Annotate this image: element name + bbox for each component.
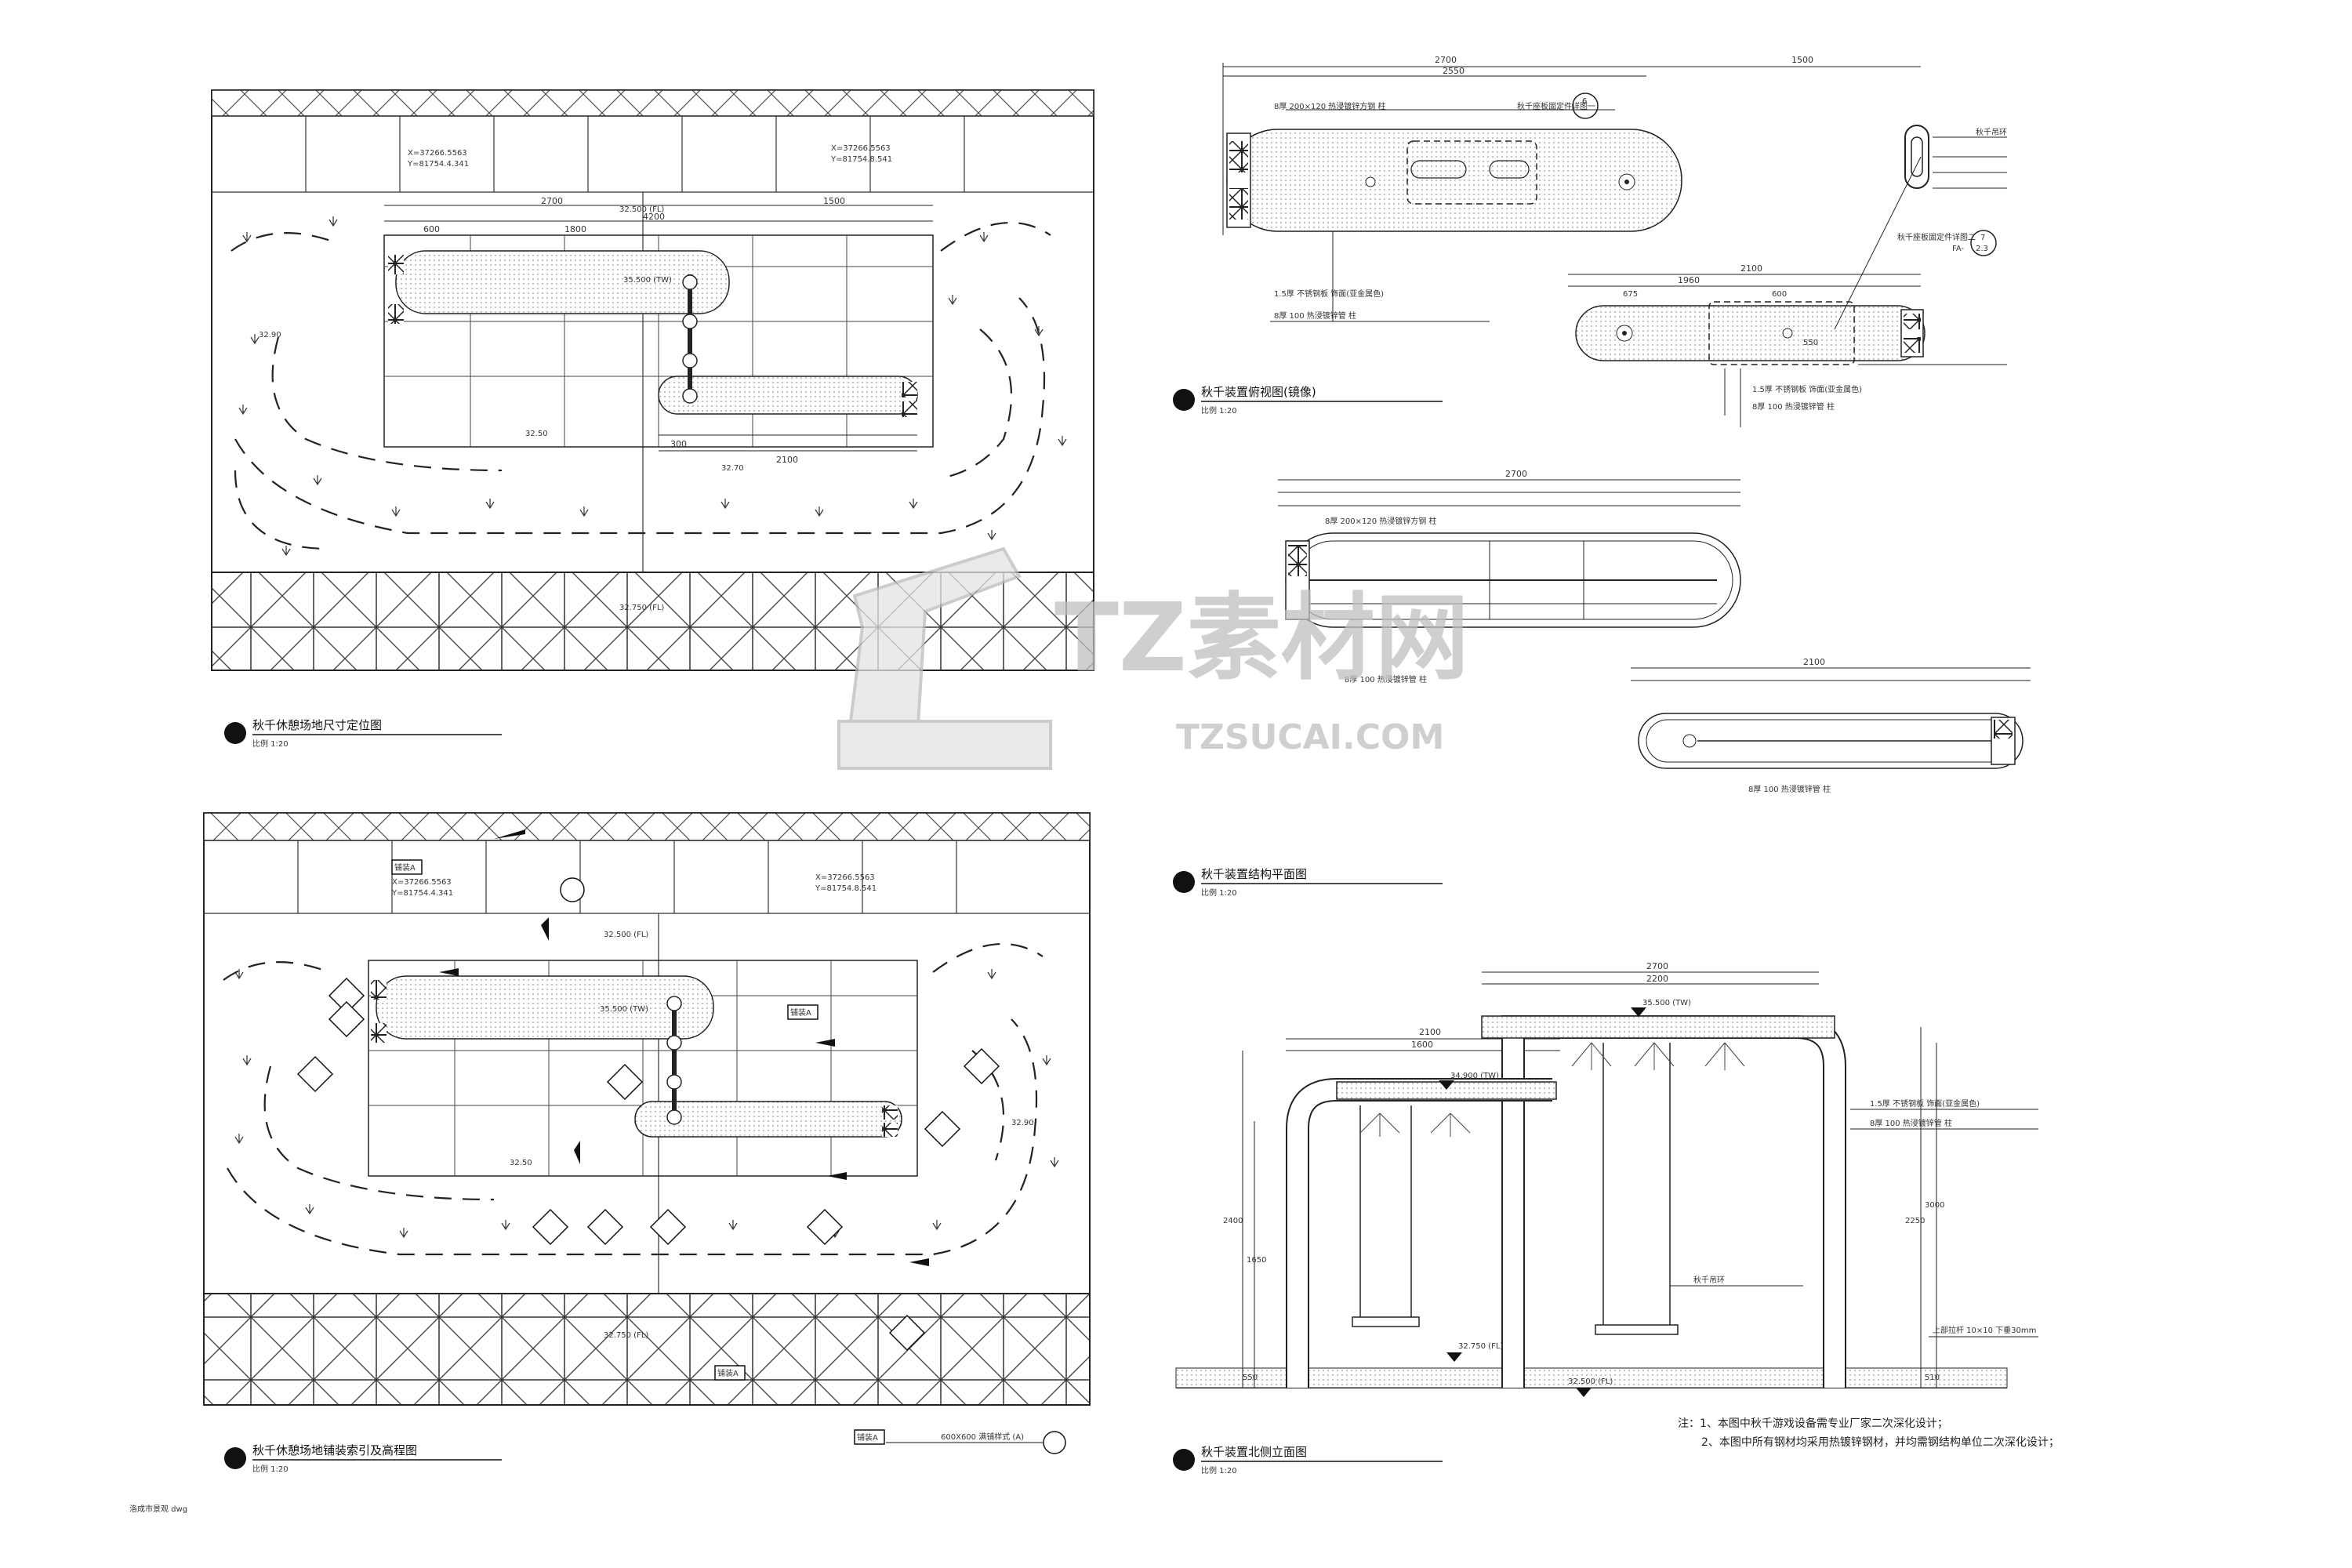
dim-300: 300 [670, 439, 687, 449]
elev-spec-3: 秋千吊环 [1693, 1275, 1725, 1285]
swing-north-elevation: 2700 2200 1600 2100 [1173, 961, 2060, 1475]
elev-dim-2100: 2100 [1419, 1027, 1441, 1037]
elev-dim-1600: 1600 [1411, 1040, 1433, 1050]
elev-fl-3: 32.500 (FL) [604, 931, 648, 939]
dim-1500: 1500 [823, 196, 845, 206]
elev-dim-2400: 2400 [1223, 1217, 1243, 1225]
callout-detail-1: 秋千座板固定件详图一 [1517, 101, 1595, 111]
spec-cover-2: 8厚 100 热浸镀锌管 柱 [1274, 310, 1356, 321]
legend-tag-2: 铺装A [790, 1007, 811, 1018]
beam2-dim-2100: 2100 [1740, 263, 1762, 274]
elev-tw-3: 35.500 (TW) [600, 1005, 648, 1014]
note-2: 2、本图中所有钢材均采用热镀锌钢材，并均需钢结构单位二次深化设计； [1701, 1436, 2060, 1449]
elev-spec-4: 上部拉杆 10×10 下垂30mm [1933, 1325, 2036, 1335]
coord-y1: Y=81754.4.341 [407, 160, 469, 169]
scale-structure: 比例 1:20 [1201, 887, 1237, 898]
coord-x2: X=37266.5563 [831, 144, 891, 153]
top-dim-2700: 2700 [1435, 55, 1457, 65]
swing-structure-plan: 2700 8厚 200×120 热浸镀锌方钢 柱 8厚 100 热浸镀锌管 柱 … [1173, 469, 2031, 898]
elev-fl-e1: 32.750 (FL) [1458, 1342, 1503, 1351]
callout-detail-2: 秋千座板固定件详图二 [1897, 232, 1976, 242]
beam2-dim-675: 675 [1623, 290, 1638, 299]
elev-dim-2700: 2700 [1646, 961, 1668, 971]
elev-tw: 35.500 (TW) [623, 276, 672, 285]
scale-plan-2: 比例 1:20 [252, 1464, 289, 1474]
dim-600: 600 [423, 224, 440, 234]
elev-tw-e2: 34.900 (TW) [1450, 1072, 1499, 1080]
fa-tag: FA- [1952, 245, 1964, 253]
elev-3250-b: 32.50 [510, 1159, 532, 1167]
struct-dim-2100: 2100 [1803, 657, 1825, 667]
spec-ring: 秋千吊环 [1976, 127, 2007, 137]
note-1: 注：1、本图中秋千游戏设备需专业厂家二次深化设计； [1678, 1417, 1948, 1430]
elev-spec-2: 8厚 100 热浸镀锌管 柱 [1870, 1118, 1952, 1128]
ref-7-sheet: 2.3 [1976, 245, 1988, 253]
swing-top-view: 2700 1500 2550 6 秋千座板固定件详图一 8厚 200×120 热… [1173, 55, 2007, 427]
elev-tw-e1: 35.500 (TW) [1642, 999, 1691, 1007]
struct-spec-1: 8厚 200×120 热浸镀锌方钢 柱 [1325, 516, 1436, 526]
elev-fl-e2: 32.500 (FL) [1568, 1377, 1613, 1386]
elev-3270: 32.70 [721, 464, 744, 473]
spec-cover-3: 1.5厚 不锈钢板 饰面(亚金属色) [1752, 384, 1862, 394]
title-plan-2: 秋千休憩场地铺装索引及高程图 [252, 1443, 417, 1457]
bottom-left-file: 洛成市景观 dwg [129, 1504, 187, 1514]
spec-cover-4: 8厚 100 热浸镀锌管 柱 [1752, 401, 1835, 412]
tile-spec: 600X600 满铺样式 (A) [941, 1432, 1024, 1442]
legend-tag-1: 铺装A [394, 862, 416, 873]
title-structure: 秋千装置结构平面图 [1201, 867, 1307, 881]
elev-fl: 32.500 (FL) [619, 205, 664, 214]
watermark-sub: TZSUCAI.COM [1176, 717, 1444, 757]
coord-y3: Y=81754.8.541 [815, 884, 877, 893]
elev-spec-1: 1.5厚 不锈钢板 饰面(亚金属色) [1870, 1098, 1980, 1109]
coord-x4: X=37266.5563 [392, 878, 452, 887]
dim-4200: 4200 [643, 212, 665, 222]
scale-plan-1: 比例 1:20 [252, 739, 289, 749]
beam2-dim-1960: 1960 [1678, 275, 1700, 285]
coord-x3: X=37266.5563 [815, 873, 875, 882]
plan-paving-index: 铺装A 铺装A 铺装A X=37266.5563 Y=81754.8.541 X… [129, 812, 1091, 1514]
watermark: TZ素材网 TZSUCAI.COM [837, 546, 1469, 770]
coord-y2: Y=81754.8.541 [830, 155, 892, 164]
spec-pillar-1: 8厚 200×120 热浸镀锌方钢 柱 [1274, 101, 1385, 111]
ref-6: 6 [1582, 97, 1587, 106]
title-top-view: 秋千装置俯视图(镜像) [1201, 385, 1316, 399]
elev-fl-4: 32.750 (FL) [604, 1331, 648, 1340]
elev-fl-2: 32.750 (FL) [619, 604, 664, 612]
coord-x1: X=37266.5563 [408, 149, 467, 158]
beam2-dim-600: 600 [1772, 290, 1787, 299]
elev-dim-1650: 1650 [1247, 1256, 1266, 1265]
elev-3290-b: 32.90 [1011, 1119, 1034, 1127]
dim-2700: 2700 [541, 196, 563, 206]
elev-3250: 32.50 [525, 430, 548, 438]
struct-spec-2: 8厚 100 热浸镀锌管 柱 [1345, 674, 1427, 684]
coord-y4: Y=81754.4.341 [391, 889, 453, 898]
dim-2100: 2100 [776, 455, 798, 465]
title-elevation: 秋千装置北侧立面图 [1201, 1445, 1307, 1459]
scale-top-view: 比例 1:20 [1201, 405, 1237, 416]
elev-dim-3000: 3000 [1925, 1201, 1944, 1210]
tile-tag: 铺装A [857, 1432, 878, 1443]
plan-dimension-layout: 2700 1500 4200 600 1800 2100 300 X=37266… [211, 89, 1094, 749]
elev-dim-2200: 2200 [1646, 974, 1668, 984]
ref-7: 7 [1980, 234, 1985, 242]
elev-dim-510: 510 [1925, 1374, 1940, 1382]
top-dim-1500: 1500 [1791, 55, 1813, 65]
beam2-dim-550: 550 [1803, 339, 1818, 347]
title-plan-1: 秋千休憩场地尺寸定位图 [252, 718, 382, 732]
scale-elevation: 比例 1:20 [1201, 1465, 1237, 1475]
top-dim-2550: 2550 [1443, 66, 1465, 76]
spec-cover-1: 1.5厚 不锈钢板 饰面(亚金属色) [1274, 289, 1384, 299]
watermark-main: TZ素材网 [1054, 584, 1469, 693]
elev-dim-550: 550 [1243, 1374, 1258, 1382]
struct-dim-2700: 2700 [1505, 469, 1527, 479]
legend-tag-3: 铺装A [717, 1368, 739, 1378]
dim-1800: 1800 [564, 224, 586, 234]
elev-3290: 32.90 [259, 331, 281, 339]
elev-dim-2250: 2250 [1905, 1217, 1925, 1225]
struct-spec-3: 8厚 100 热浸镀锌管 柱 [1748, 784, 1831, 794]
